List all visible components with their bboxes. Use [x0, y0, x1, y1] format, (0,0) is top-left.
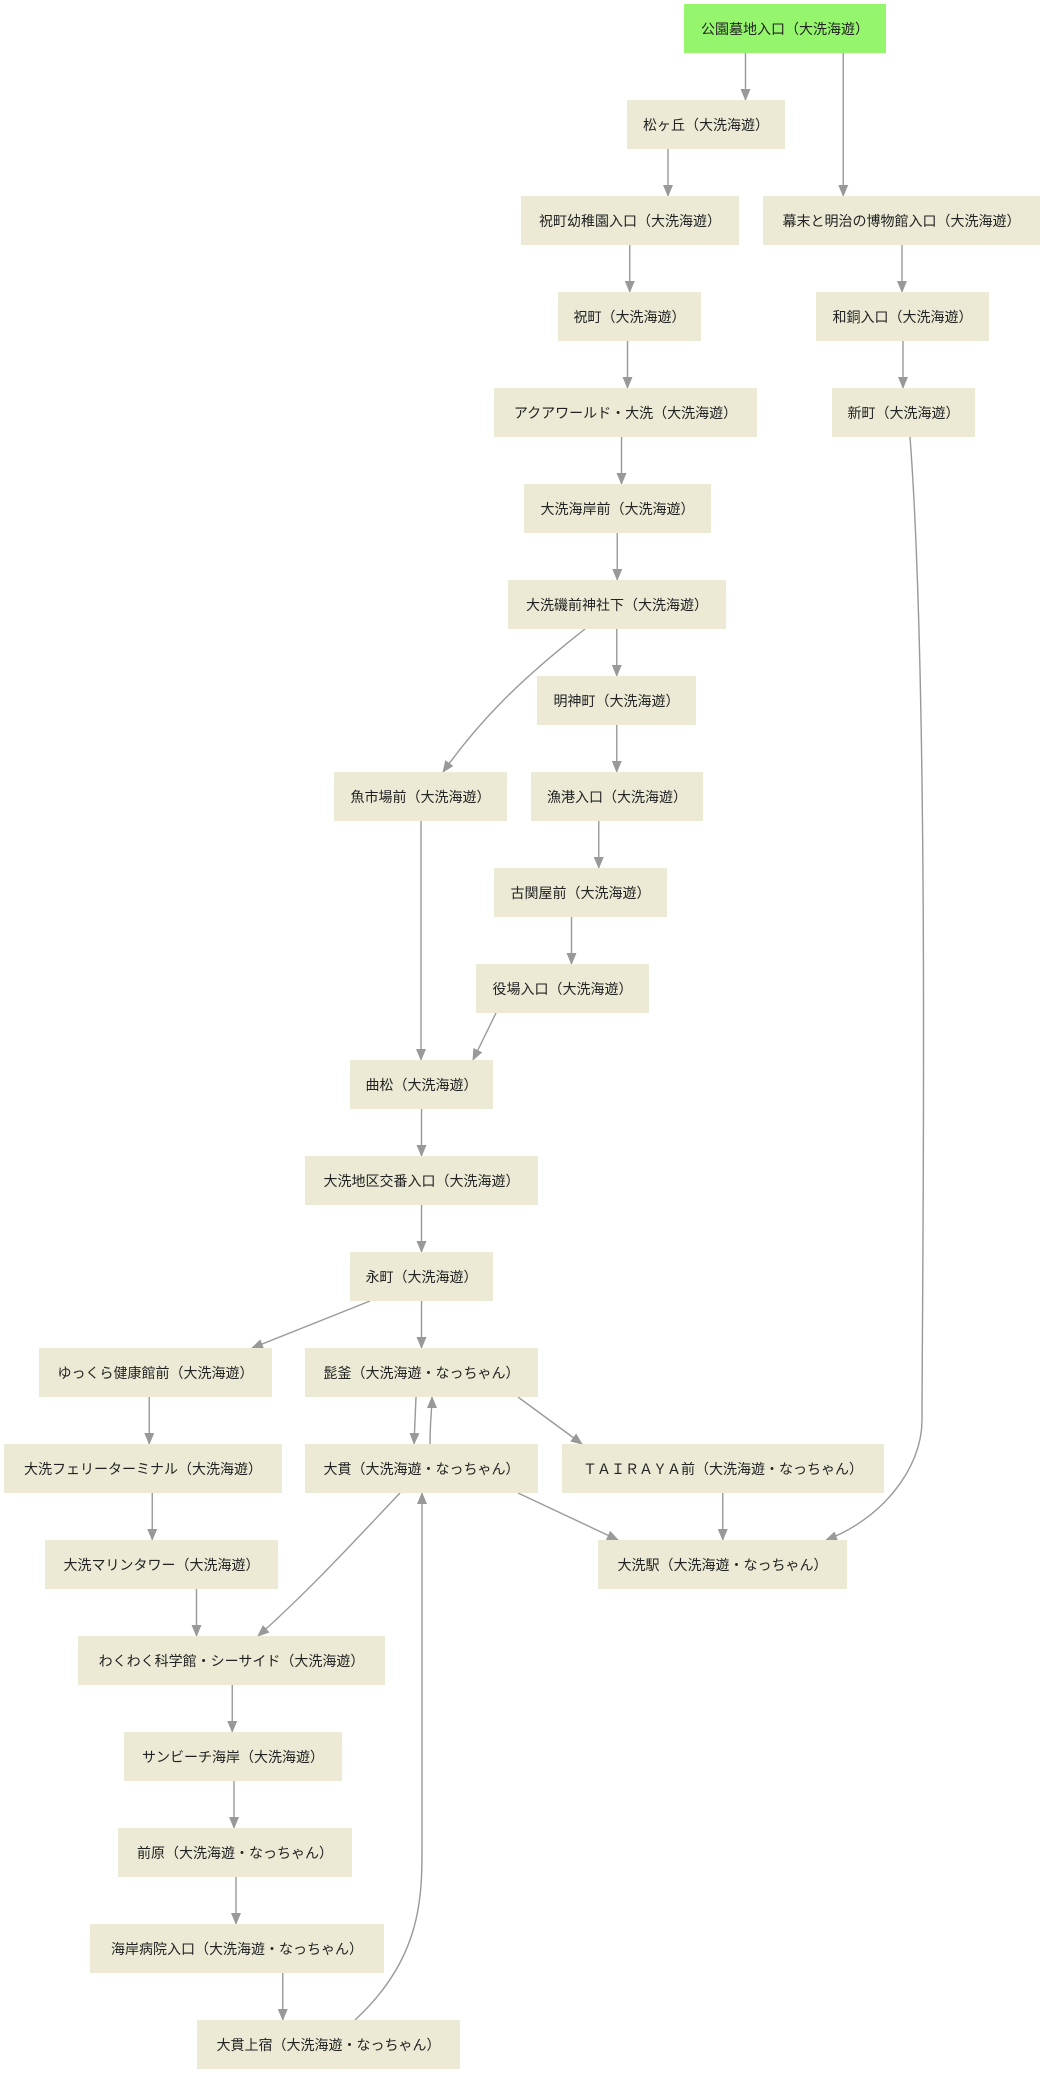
- node-n16: 大洗地区交番入口（大洗海遊）: [305, 1156, 538, 1205]
- edge-n17-n18: [251, 1300, 371, 1349]
- node-n12: 漁港入口（大洗海遊）: [531, 772, 703, 821]
- node-n0: 公園墓地入口（大洗海遊）: [684, 4, 886, 53]
- node-n19: 髭釜（大洗海遊・なっちゃん）: [305, 1348, 538, 1397]
- node-n4: 祝町（大洗海遊）: [558, 292, 701, 341]
- node-n7: 新町（大洗海遊）: [832, 388, 975, 437]
- node-n23: 大洗マリンタワー（大洗海遊）: [45, 1540, 278, 1589]
- edge-n21-n19: [426, 1396, 437, 1445]
- node-n6: アクアワールド・大洗（大洗海遊）: [494, 388, 757, 437]
- edge-n19-n21: [409, 1396, 420, 1445]
- node-n9: 大洗磯前神社下（大洗海遊）: [508, 580, 726, 629]
- node-n29: 大貫上宿（大洗海遊・なっちゃん）: [197, 2020, 460, 2069]
- node-n5: 和銅入口（大洗海遊）: [816, 292, 989, 341]
- node-n15: 曲松（大洗海遊）: [350, 1060, 493, 1109]
- edge-n19-n22: [517, 1396, 583, 1445]
- node-n26: サンビーチ海岸（大洗海遊）: [124, 1732, 342, 1781]
- node-n20: 大洗フェリーターミナル（大洗海遊）: [4, 1444, 282, 1493]
- node-n1: 松ヶ丘（大洗海遊）: [627, 100, 785, 149]
- node-n28: 海岸病院入口（大洗海遊・なっちゃん）: [90, 1924, 384, 1973]
- node-n27: 前原（大洗海遊・なっちゃん）: [118, 1828, 352, 1877]
- node-n22: ＴＡＩＲＡＹＡ前（大洗海遊・なっちゃん）: [562, 1444, 884, 1493]
- node-n11: 魚市場前（大洗海遊）: [334, 772, 507, 821]
- edge-n14-n15: [472, 1012, 497, 1061]
- edge-n21-n25: [257, 1492, 401, 1637]
- node-n8: 大洗海岸前（大洗海遊）: [524, 484, 711, 533]
- node-n10: 明神町（大洗海遊）: [537, 676, 696, 725]
- edge-n7-n24: [825, 436, 925, 1541]
- node-n24: 大洗駅（大洗海遊・なっちゃん）: [598, 1540, 847, 1589]
- node-n25: わくわく科学館・シーサイド（大洗海遊）: [78, 1636, 385, 1685]
- edge-n21-n24: [517, 1492, 619, 1541]
- edge-n29-n21: [354, 1492, 427, 2021]
- node-n13: 古関屋前（大洗海遊）: [494, 868, 667, 917]
- node-n21: 大貫（大洗海遊・なっちゃん）: [305, 1444, 538, 1493]
- node-n2: 祝町幼稚園入口（大洗海遊）: [521, 196, 739, 245]
- edge-n9-n11: [442, 628, 586, 773]
- node-n14: 役場入口（大洗海遊）: [476, 964, 649, 1013]
- node-n3: 幕末と明治の博物館入口（大洗海遊）: [763, 196, 1040, 245]
- node-n17: 永町（大洗海遊）: [350, 1252, 493, 1301]
- node-n18: ゆっくら健康館前（大洗海遊）: [39, 1348, 272, 1397]
